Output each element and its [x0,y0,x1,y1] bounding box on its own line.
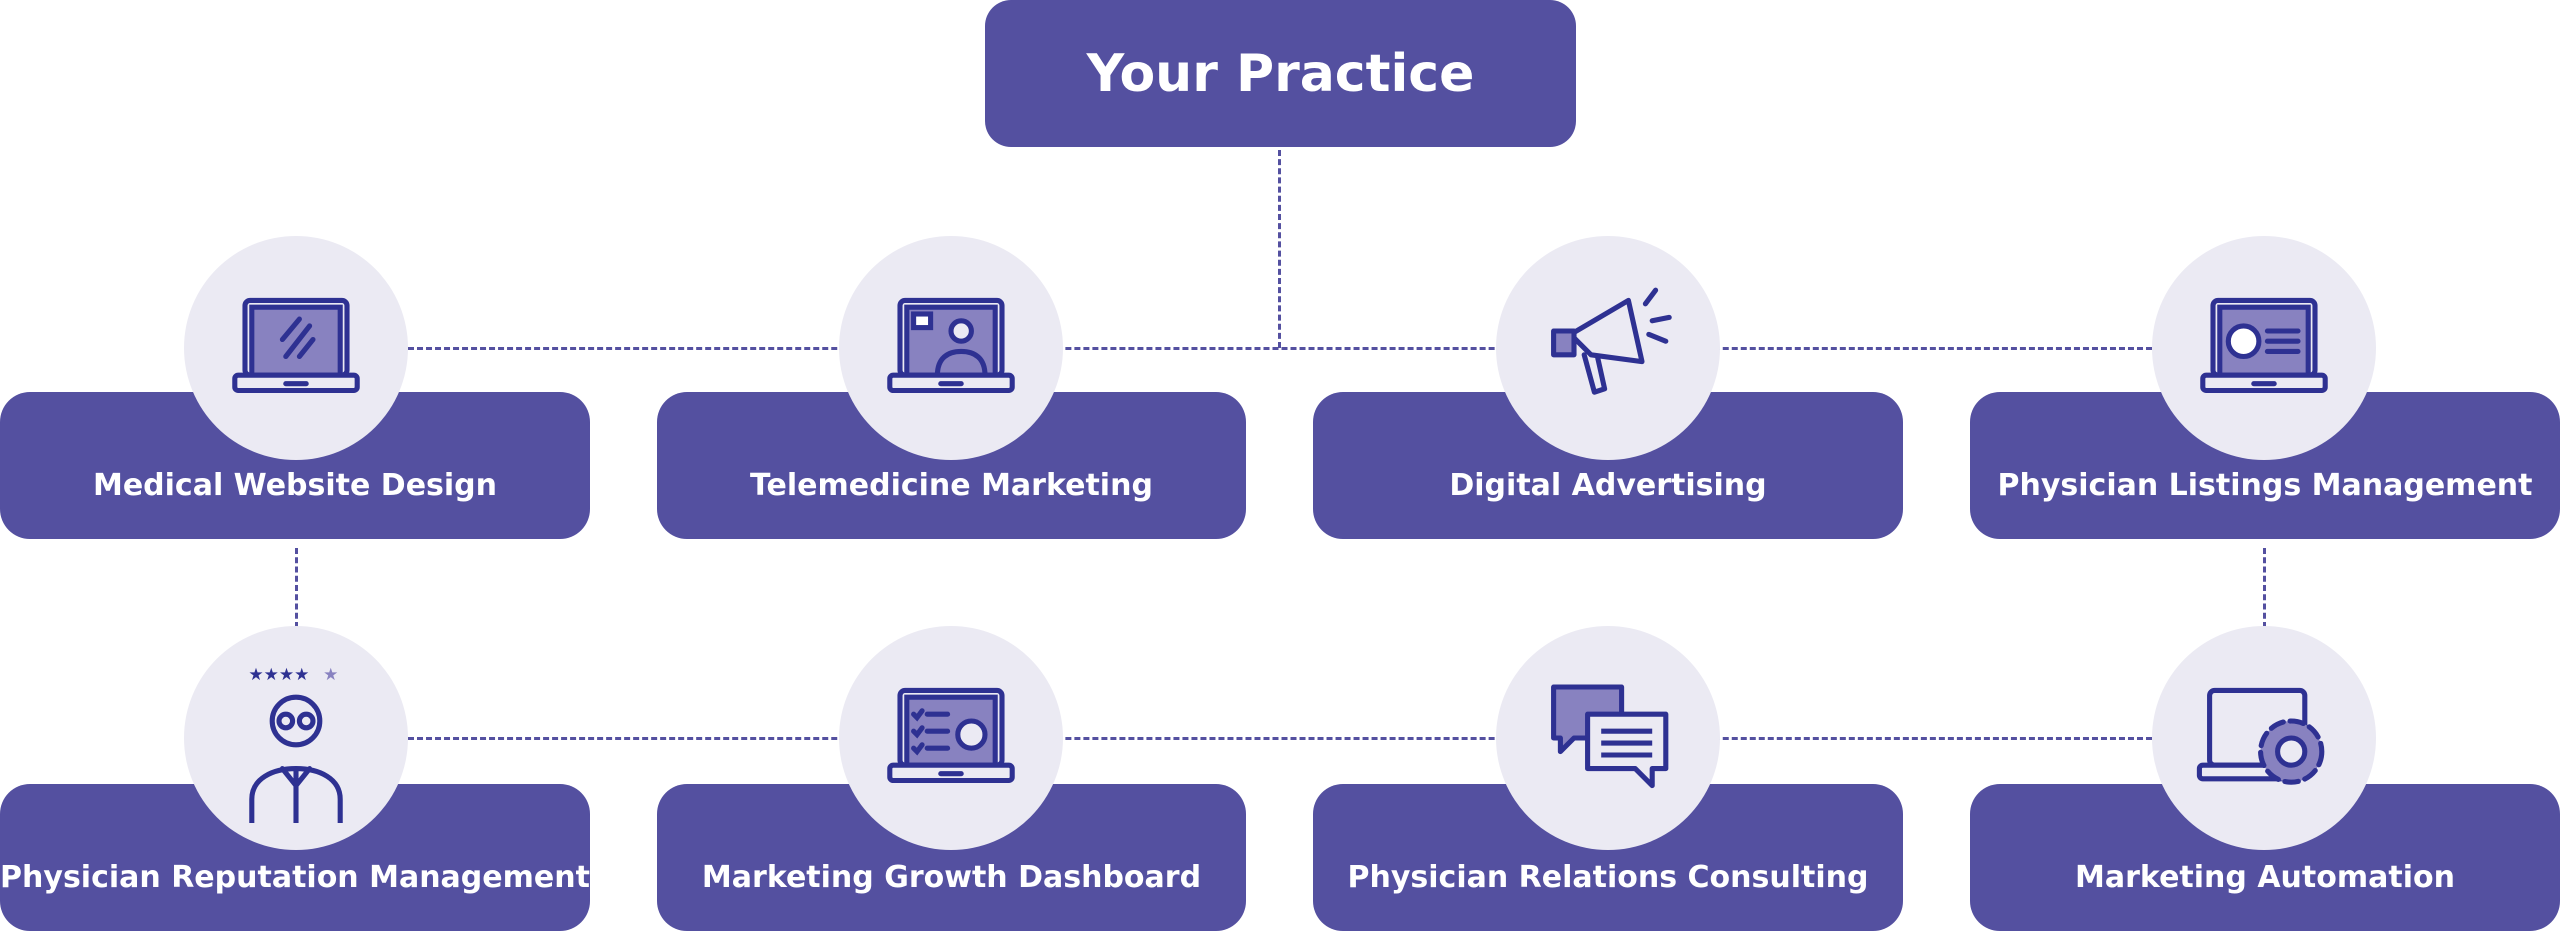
service-physician-listings[interactable]: Physician Listings Management [1970,392,2560,539]
connector-row2 [408,737,2152,740]
laptop-dashboard-icon [839,626,1063,850]
laptop-video-call-icon [839,236,1063,460]
laptop-icon [184,236,408,460]
service-label: Marketing Automation [2075,860,2455,895]
service-label: Marketing Growth Dashboard [701,860,1202,895]
svg-text:★★★★: ★★★★ [248,665,309,685]
service-label: Digital Advertising [1449,468,1767,503]
svg-text:★: ★ [323,665,338,685]
root-label: Your Practice [1086,43,1475,104]
service-telemedicine-marketing[interactable]: Telemedicine Marketing [657,392,1246,539]
service-label: Medical Website Design [92,468,498,503]
service-label: Telemedicine Marketing [750,468,1153,503]
physician-stars-icon: ★★★★★ [184,626,408,850]
connector-root [1278,150,1281,348]
laptop-profile-icon [2152,236,2376,460]
laptop-gear-icon [2152,626,2376,850]
megaphone-icon [1496,236,1720,460]
connector-left [295,548,298,628]
your-practice-node: Your Practice [985,0,1576,147]
chat-bubbles-icon [1496,626,1720,850]
service-label: Physician Reputation Management [0,860,590,895]
service-label: Physician Listings Management [1997,468,2533,503]
service-label: Physician Relations Consulting [1347,860,1869,895]
connector-right [2263,548,2266,628]
connector-row1 [408,347,2152,350]
